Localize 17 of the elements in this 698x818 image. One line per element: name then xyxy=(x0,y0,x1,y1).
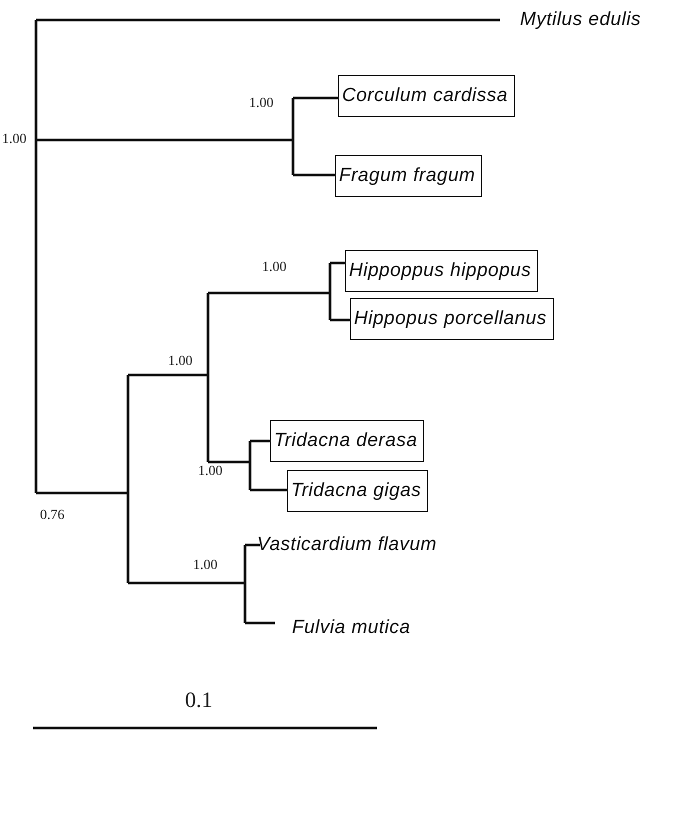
scale-value: 0.1 xyxy=(185,687,212,713)
support-value: 1.00 xyxy=(168,354,192,370)
support-value: 1.00 xyxy=(262,260,286,276)
boxed-taxon-label: Tridacna gigas xyxy=(287,470,428,512)
boxed-taxon-label: Tridacna derasa xyxy=(270,420,424,462)
support-value: 1.00 xyxy=(193,558,218,574)
taxon-label: Mytilus edulis xyxy=(520,8,642,32)
boxed-taxon-label: Hippoppus hippopus xyxy=(345,250,538,292)
support-value: 0.76 xyxy=(40,508,64,524)
boxed-taxon-label: Fragum fragum xyxy=(335,155,482,197)
boxed-taxon-label: Hippopus porcellanus xyxy=(350,298,554,340)
taxon-label: Vasticardium flavum xyxy=(257,533,437,557)
taxon-label: Fulvia mutica xyxy=(292,616,410,640)
boxed-taxon-label: Corculum cardissa xyxy=(338,75,515,117)
support-value: 1.00 xyxy=(249,96,274,112)
support-value: 1.00 xyxy=(198,464,222,480)
support-value: 1.00 xyxy=(2,132,26,148)
